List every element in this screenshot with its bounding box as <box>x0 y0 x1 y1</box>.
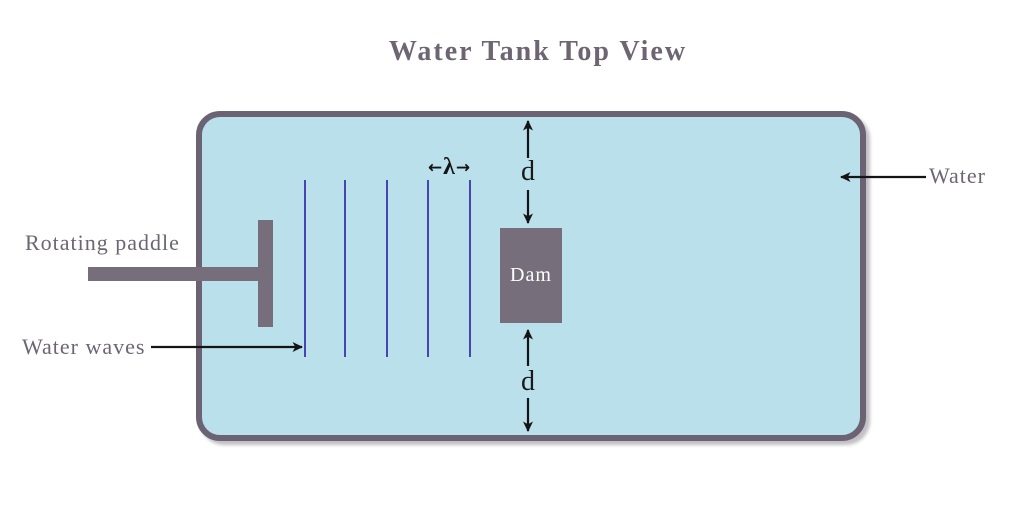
right-arrow-icon: → <box>455 158 471 178</box>
page-title: Water Tank Top View <box>388 36 688 67</box>
left-arrow-icon: ← <box>427 158 443 178</box>
water-waves-label: Water waves <box>22 334 146 359</box>
wave-line <box>344 180 346 357</box>
lambda-symbol: λ <box>443 154 455 180</box>
paddle-blade <box>258 220 273 327</box>
wave-line <box>386 180 388 357</box>
water-label: Water <box>929 163 986 188</box>
dam-block: Dam <box>500 228 562 323</box>
wave-line <box>427 180 429 357</box>
wave-line <box>304 180 306 357</box>
paddle-shaft <box>88 267 260 281</box>
wave-line <box>469 180 471 357</box>
rotating-paddle-label: Rotating paddle <box>25 230 180 255</box>
distance-label-lower: d <box>521 366 535 397</box>
distance-label-upper: d <box>521 156 535 187</box>
wavelength-annotation: ← λ → <box>421 155 477 182</box>
